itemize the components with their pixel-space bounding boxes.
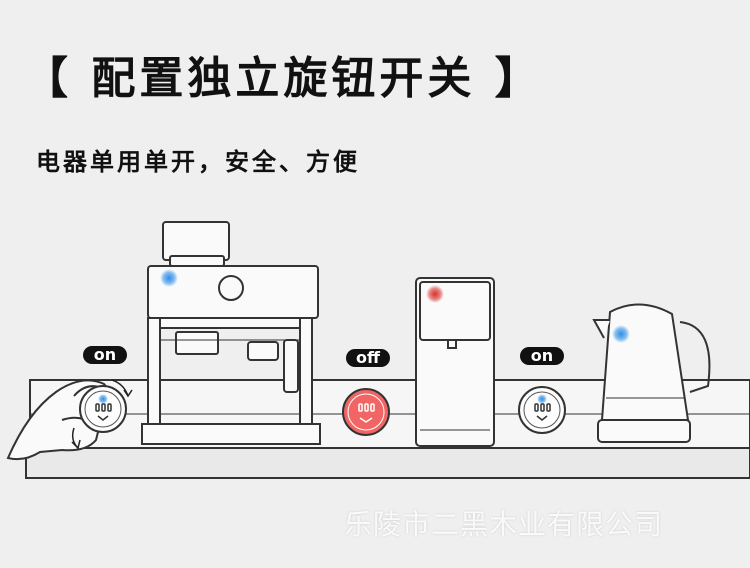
- water-dispenser-indicator: [426, 285, 444, 303]
- company-watermark: 乐陵市二黑木业有限公司: [344, 508, 664, 541]
- rotate-arrow-icon: [71, 379, 133, 450]
- switch-1-label-bg: [83, 346, 127, 364]
- switch-2-label-bg: [346, 349, 390, 367]
- switch-3-label: on: [531, 346, 553, 365]
- rotary-switch-2[interactable]: off: [342, 348, 390, 436]
- rotary-switch-1[interactable]: on: [79, 345, 127, 433]
- coffee-machine: [141, 221, 321, 445]
- switch-3-label-bg: [520, 347, 564, 365]
- switch-3-knob[interactable]: [518, 386, 566, 434]
- coffee-machine-indicator: [160, 269, 178, 287]
- rotary-switch-3[interactable]: on: [518, 346, 566, 434]
- page-title: 【 配置独立旋钮开关 】: [24, 53, 543, 104]
- switch-1-indicator: [98, 394, 108, 404]
- page-subtitle: 电器单用单开，安全、方便: [36, 148, 360, 176]
- kettle-indicator: [612, 325, 630, 343]
- switch-2-knob[interactable]: [342, 388, 390, 436]
- switch-3-indicator: [537, 394, 547, 404]
- switch-2-label: off: [356, 348, 381, 367]
- switch-1-knob[interactable]: [79, 385, 127, 433]
- switch-1-label: on: [94, 345, 116, 364]
- water-dispenser: [415, 277, 495, 447]
